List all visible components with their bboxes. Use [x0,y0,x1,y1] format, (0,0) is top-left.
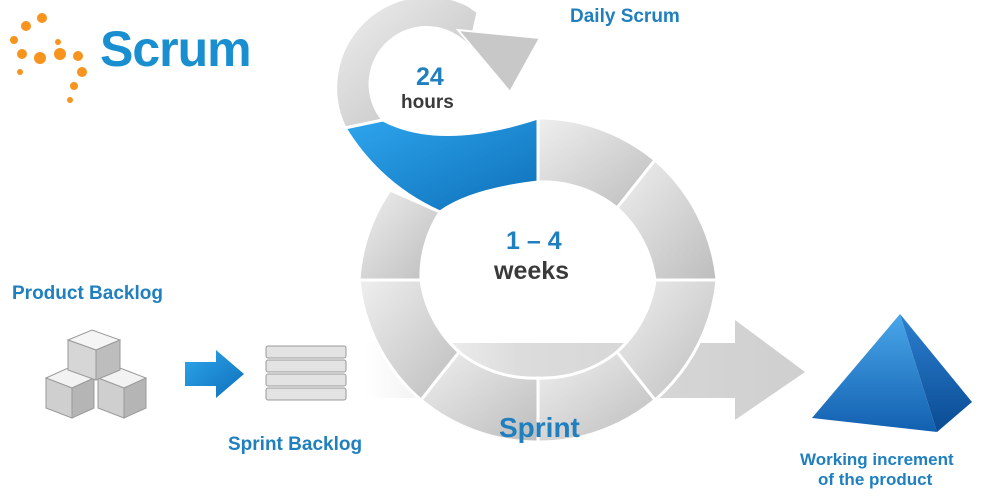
product-backlog-label: Product Backlog [12,283,163,304]
daily-scrum-connector [342,115,540,214]
sprint-backlog-label: Sprint Backlog [228,434,363,455]
daily-duration-value: 24 [416,63,444,91]
scrum-logo-text: Scrum [100,21,252,77]
working-increment-label-line2: of the product [818,470,933,489]
blocks-icon [44,329,148,419]
stacked-papers-icon [265,345,347,401]
sprint-duration-value: 1 – 4 [506,227,562,255]
sprint-label: Sprint [499,412,580,443]
sprint-cycle-ring [357,116,719,444]
working-increment-label-line1: Working increment [800,450,954,469]
pyramid-icon [812,314,972,432]
daily-scrum-loop [334,0,542,130]
daily-scrum-label: Daily Scrum [570,6,680,27]
scrum-logo-dots-icon [10,13,87,103]
daily-scrum-arrowhead [455,28,542,94]
daily-duration-unit: hours [401,92,454,113]
right-arrow-icon [185,350,244,398]
sprint-duration-unit: weeks [494,257,570,285]
